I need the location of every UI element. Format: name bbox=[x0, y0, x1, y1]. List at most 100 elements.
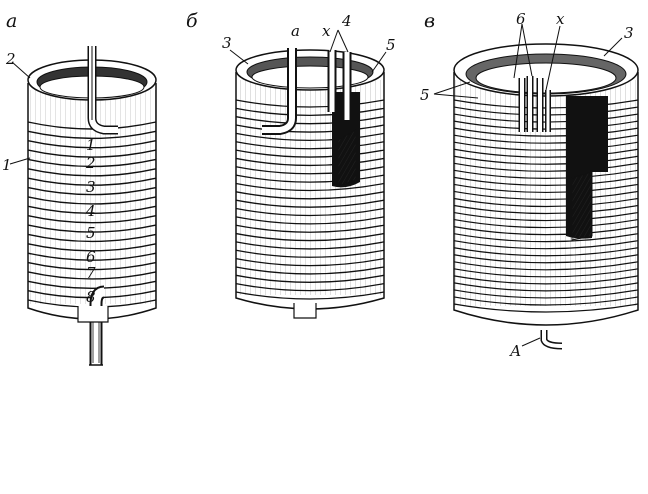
winding-turn bbox=[453, 254, 639, 264]
label-x: х bbox=[556, 10, 565, 28]
turn-number-label: 1 bbox=[86, 136, 96, 154]
leader-line bbox=[513, 23, 523, 79]
leader-line bbox=[371, 51, 387, 73]
winding-turn bbox=[27, 140, 157, 149]
winding-turn bbox=[453, 197, 639, 208]
winding-turn bbox=[27, 186, 157, 196]
winding-turn bbox=[27, 177, 157, 186]
leader-line bbox=[545, 25, 561, 91]
winding-turn bbox=[453, 190, 639, 201]
coil-cylinder-b bbox=[235, 48, 385, 319]
turn-number-label: 4 bbox=[85, 202, 96, 220]
winding-turn bbox=[235, 99, 385, 108]
winding-turn bbox=[235, 149, 385, 158]
winding-turn bbox=[235, 266, 385, 275]
panel-label-a: а bbox=[6, 10, 17, 32]
winding-turn bbox=[27, 224, 157, 233]
winding-turn bbox=[235, 107, 385, 116]
winding-turn bbox=[453, 303, 639, 313]
label-3: 3 bbox=[222, 34, 232, 52]
label-A: А bbox=[509, 342, 521, 360]
winding-turn bbox=[453, 183, 639, 194]
winding-turn bbox=[27, 168, 157, 177]
winding-turn bbox=[235, 274, 385, 283]
winding-turn bbox=[453, 296, 639, 306]
winding-turn bbox=[453, 148, 639, 158]
winding-turn bbox=[453, 169, 639, 179]
winding-turn bbox=[453, 204, 639, 215]
winding-turn bbox=[453, 289, 639, 299]
winding-turn bbox=[235, 191, 385, 200]
winding-turn bbox=[235, 124, 385, 133]
winding-turn bbox=[235, 166, 385, 175]
winding-turn bbox=[235, 232, 385, 242]
leader-line bbox=[433, 81, 471, 95]
turn-number-label: 3 bbox=[86, 178, 96, 196]
turn-number-label: 7 bbox=[86, 264, 96, 282]
winding-turn bbox=[453, 268, 639, 278]
winding-turn bbox=[453, 226, 639, 236]
winding-turn bbox=[235, 157, 385, 167]
leader-line bbox=[329, 29, 339, 53]
winding-turn bbox=[453, 218, 639, 229]
winding-turn bbox=[453, 211, 639, 222]
winding-turn bbox=[453, 261, 639, 271]
winding-turn bbox=[453, 141, 639, 151]
winding-turn bbox=[453, 247, 639, 257]
winding-turn bbox=[27, 243, 157, 252]
winding-turn bbox=[27, 196, 157, 205]
turn-number-label: 6 bbox=[86, 248, 96, 266]
label-4: 4 bbox=[341, 12, 352, 30]
label-2: 2 bbox=[5, 50, 16, 68]
panel-label-b: б bbox=[186, 10, 198, 32]
winding-turn bbox=[27, 205, 157, 215]
winding-turn bbox=[235, 132, 385, 141]
turn-number-label: 2 bbox=[85, 154, 96, 172]
winding-turn bbox=[453, 240, 639, 250]
leader-line bbox=[433, 93, 479, 99]
winding-turn bbox=[235, 291, 385, 300]
winding-turn bbox=[235, 141, 385, 150]
winding-turn bbox=[453, 176, 639, 186]
winding-turn bbox=[235, 283, 385, 292]
winding-turn bbox=[453, 127, 639, 137]
figure-b: б 3 а х 4 5 bbox=[186, 10, 396, 319]
winding-turn bbox=[453, 134, 639, 144]
label-x: х bbox=[322, 22, 331, 40]
winding-turn bbox=[235, 207, 385, 217]
leader-line bbox=[603, 37, 623, 57]
label-3: 3 bbox=[624, 24, 634, 42]
turn-number-label: 8 bbox=[86, 288, 96, 306]
label-5: 5 bbox=[386, 36, 396, 54]
label-1: 1 bbox=[2, 156, 12, 174]
winding-turn bbox=[235, 182, 385, 192]
winding-turn bbox=[27, 252, 157, 261]
winding-turn bbox=[235, 116, 385, 125]
coil-cylinder-c bbox=[453, 43, 639, 350]
leader-line bbox=[337, 29, 349, 53]
leader-line bbox=[9, 157, 31, 165]
winding-turn bbox=[27, 130, 157, 140]
winding-turn bbox=[27, 271, 157, 280]
figure-c: в bbox=[420, 10, 639, 360]
coil-cylinder-a bbox=[27, 46, 157, 366]
panel-label-c: в bbox=[424, 10, 435, 32]
label-5: 5 bbox=[420, 86, 430, 104]
winding-turn bbox=[235, 241, 385, 250]
winding-turn bbox=[453, 162, 639, 172]
winding-turn bbox=[235, 249, 385, 258]
winding-turn bbox=[235, 174, 385, 183]
winding-turn bbox=[27, 158, 157, 168]
leader-line bbox=[229, 49, 249, 65]
leader-line bbox=[521, 337, 541, 347]
winding-turn bbox=[235, 257, 385, 267]
winding-turn bbox=[235, 199, 385, 208]
winding-turn bbox=[235, 216, 385, 225]
winding-turn bbox=[453, 155, 639, 165]
winding-turn bbox=[235, 224, 385, 233]
winding-turn bbox=[27, 149, 157, 158]
winding-turn bbox=[453, 275, 639, 285]
